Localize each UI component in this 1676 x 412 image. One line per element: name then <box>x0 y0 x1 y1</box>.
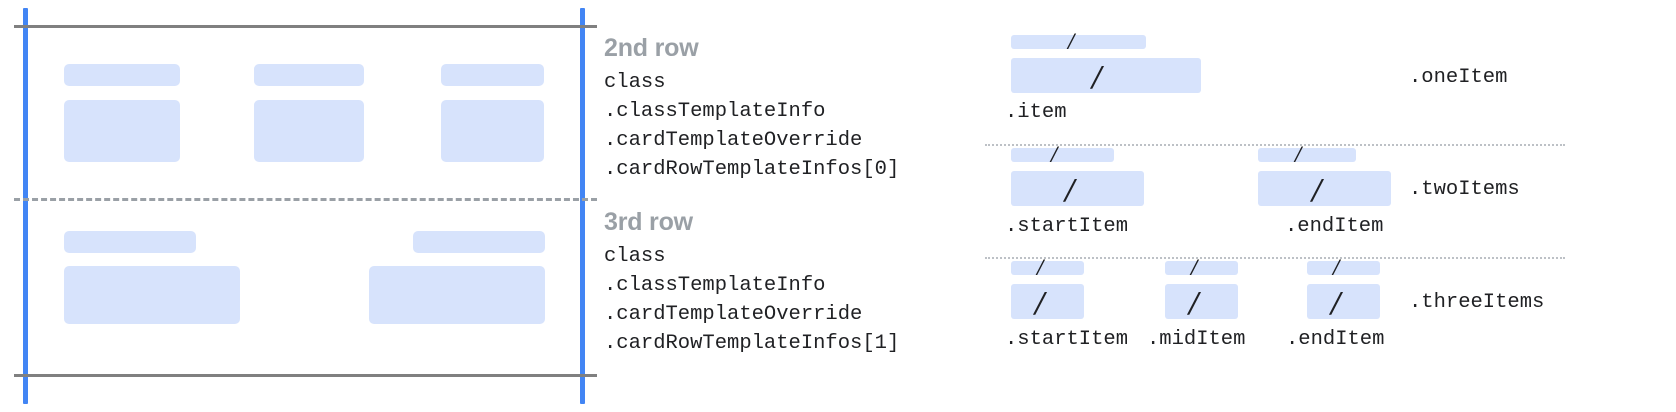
variant-cell-label: .startItem <box>1005 328 1129 351</box>
variant-cell-label-bar <box>1011 35 1146 49</box>
row-path-line: .cardRowTemplateInfos[0] <box>604 158 900 181</box>
variant-cell-label: .item <box>1005 101 1067 124</box>
variant-cell-body-bar <box>1011 171 1144 206</box>
variant-name: .oneItem <box>1409 66 1508 89</box>
cell-label-placeholder <box>441 64 544 86</box>
variant-name: .threeItems <box>1409 291 1545 314</box>
variant-cell-label: .startItem <box>1005 215 1129 238</box>
cell-body-placeholder <box>441 100 544 162</box>
cell-label-placeholder <box>64 64 180 86</box>
row-variants-panel: / / .item .oneItem / / .startItem / / .e… <box>975 0 1676 412</box>
card-layout-preview <box>0 0 600 412</box>
variant-cell-label-bar <box>1258 148 1356 162</box>
row-path-line: .cardTemplateOverride <box>604 129 863 152</box>
row-path-line: .classTemplateInfo <box>604 274 826 297</box>
cell-body-placeholder <box>254 100 364 162</box>
variant-cell-label-bar <box>1165 261 1238 275</box>
row-path-line: class <box>604 245 666 268</box>
row-divider <box>14 198 597 201</box>
variant-cell-body-bar <box>1011 58 1201 93</box>
variant-cell-label: .midItem <box>1147 328 1246 351</box>
variant-cell-body-bar <box>1011 284 1084 319</box>
row-title: 2nd row <box>604 34 699 62</box>
row-description-block: 2nd row class .classTemplateInfo .cardTe… <box>604 33 899 184</box>
right-guide-line <box>580 8 585 404</box>
cell-body-placeholder <box>64 266 240 324</box>
row-title: 3rd row <box>604 208 693 236</box>
cell-label-placeholder <box>413 231 545 253</box>
variant-cell-label-bar <box>1011 261 1084 275</box>
variant-cell-body-bar <box>1165 284 1238 319</box>
variant-cell-label-bar <box>1307 261 1380 275</box>
variant-cell-label: .endItem <box>1285 215 1384 238</box>
row-path-line: .cardRowTemplateInfos[1] <box>604 332 900 355</box>
variant-cell-body-bar <box>1258 171 1391 206</box>
bottom-rule <box>14 374 597 377</box>
cell-body-placeholder <box>369 266 545 324</box>
left-guide-line <box>23 8 28 404</box>
row-path-line: .cardTemplateOverride <box>604 303 863 326</box>
row-description-block: 3rd row class .classTemplateInfo .cardTe… <box>604 207 899 358</box>
variant-divider <box>985 144 1565 146</box>
cell-body-placeholder <box>64 100 180 162</box>
row-path-line: class <box>604 71 666 94</box>
top-rule <box>14 25 597 28</box>
row-descriptions: 2nd row class .classTemplateInfo .cardTe… <box>604 0 974 412</box>
row-path-line: .classTemplateInfo <box>604 100 826 123</box>
variant-cell-body-bar <box>1307 284 1380 319</box>
cell-label-placeholder <box>254 64 364 86</box>
variant-name: .twoItems <box>1409 178 1520 201</box>
variant-divider <box>985 257 1565 259</box>
cell-label-placeholder <box>64 231 196 253</box>
variant-cell-label: .endItem <box>1286 328 1385 351</box>
variant-cell-label-bar <box>1011 148 1114 162</box>
